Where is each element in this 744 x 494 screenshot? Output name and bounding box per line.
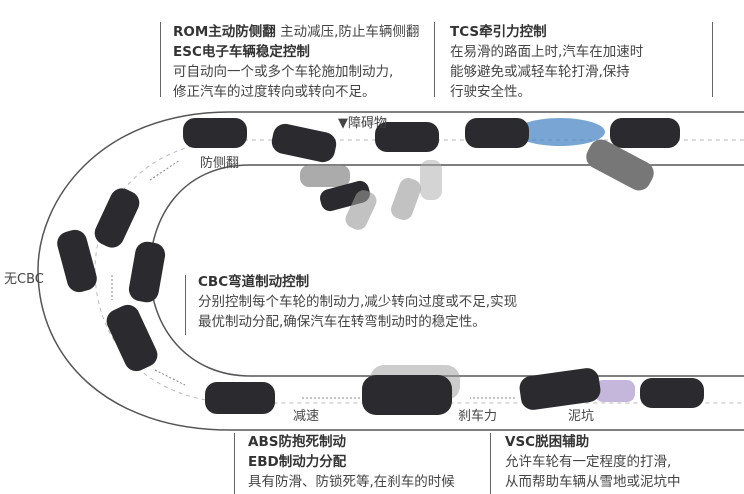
cbc-desc-line: 分别控制每个车轮的制动力,减少转向过度或不足,实现 <box>198 294 518 310</box>
tcs-desc-line: 行驶安全性。 <box>450 84 531 100</box>
road-inner-edge <box>149 164 744 377</box>
divider <box>490 433 491 494</box>
car <box>128 241 166 303</box>
tcs-desc-line: 能够避免或减轻车轮打滑,保持 <box>450 64 630 80</box>
abs-title: ABS防抱死制动 <box>248 434 346 450</box>
label-brake-force: 刹车力 <box>458 409 498 424</box>
divider <box>234 433 235 494</box>
water-puddle <box>515 118 605 146</box>
road-center-line <box>94 139 744 404</box>
car <box>519 368 601 410</box>
tcs-desc-line: 在易滑的路面上时,汽车在加速时 <box>450 44 644 60</box>
rom-title: ROM主动防侧翻 <box>173 24 276 40</box>
car <box>586 139 654 191</box>
esc-title: ESC电子车辆稳定控制 <box>173 44 310 60</box>
tcs-title: TCS牵引力控制 <box>450 24 547 40</box>
divider <box>434 22 435 97</box>
vsc-desc-line: 允许车轮有一定程度的打滑, <box>505 454 672 470</box>
car-ghost <box>300 165 350 187</box>
car <box>465 118 529 148</box>
cbc-title: CBC弯道制动控制 <box>198 274 310 290</box>
car <box>106 304 158 372</box>
car <box>362 375 452 415</box>
abs-ebd-block: ABS防抱死制动 EBD制动力分配 具有防滑、防锁死等,在刹车的时候 <box>248 432 455 492</box>
road-outer-edge <box>37 111 744 431</box>
car <box>610 118 680 148</box>
car <box>271 123 337 163</box>
label-decelerate: 减速 <box>293 409 320 424</box>
car-ghost <box>420 160 442 200</box>
motion-arrows <box>111 159 515 399</box>
car <box>183 118 247 148</box>
divider <box>712 22 713 97</box>
tcs-block: TCS牵引力控制 在易滑的路面上时,汽车在加速时 能够避免或减轻车轮打滑,保持 … <box>450 22 643 102</box>
label-mud-pit: 泥坑 <box>568 409 595 424</box>
rom-subtitle: 主动减压,防止车辆侧翻 <box>280 24 420 40</box>
mud-pit <box>595 380 635 402</box>
car <box>57 229 97 293</box>
label-no-cbc: 无CBC <box>4 272 44 287</box>
divider <box>160 22 161 97</box>
ebd-title: EBD制动力分配 <box>248 454 347 470</box>
cbc-desc-line: 最优制动分配,确保汽车在转弯制动时的稳定性。 <box>198 314 486 330</box>
cars <box>57 118 704 415</box>
vsc-title: VSC脱困辅助 <box>505 434 590 450</box>
rom-esc-block: ROM主动防侧翻 主动减压,防止车辆侧翻 ESC电子车辆稳定控制 可自动向一个或… <box>173 22 419 102</box>
car-ghost <box>345 190 377 230</box>
esc-desc-line: 可自动向一个或多个车轮施加制动力, <box>173 64 394 80</box>
vsc-block: VSC脱困辅助 允许车轮有一定程度的打滑, 从而帮助车辆从雪地或泥坑中 <box>505 432 681 492</box>
label-anti-rollover: 防侧翻 <box>200 156 240 171</box>
car <box>375 122 439 152</box>
abs-desc-line: 具有防滑、防锁死等,在刹车的时候 <box>248 474 455 490</box>
car-ghost <box>391 178 421 220</box>
label-obstacle: ▼障碍物 <box>338 116 387 131</box>
vsc-desc-line: 从而帮助车辆从雪地或泥坑中 <box>505 474 681 490</box>
cbc-block: CBC弯道制动控制 分别控制每个车轮的制动力,减少转向过度或不足,实现 最优制动… <box>198 272 517 332</box>
car <box>640 378 704 408</box>
car <box>94 188 140 248</box>
car <box>205 382 275 414</box>
divider <box>185 275 186 335</box>
esc-desc-line: 修正汽车的过度转向或转向不足。 <box>173 84 376 100</box>
